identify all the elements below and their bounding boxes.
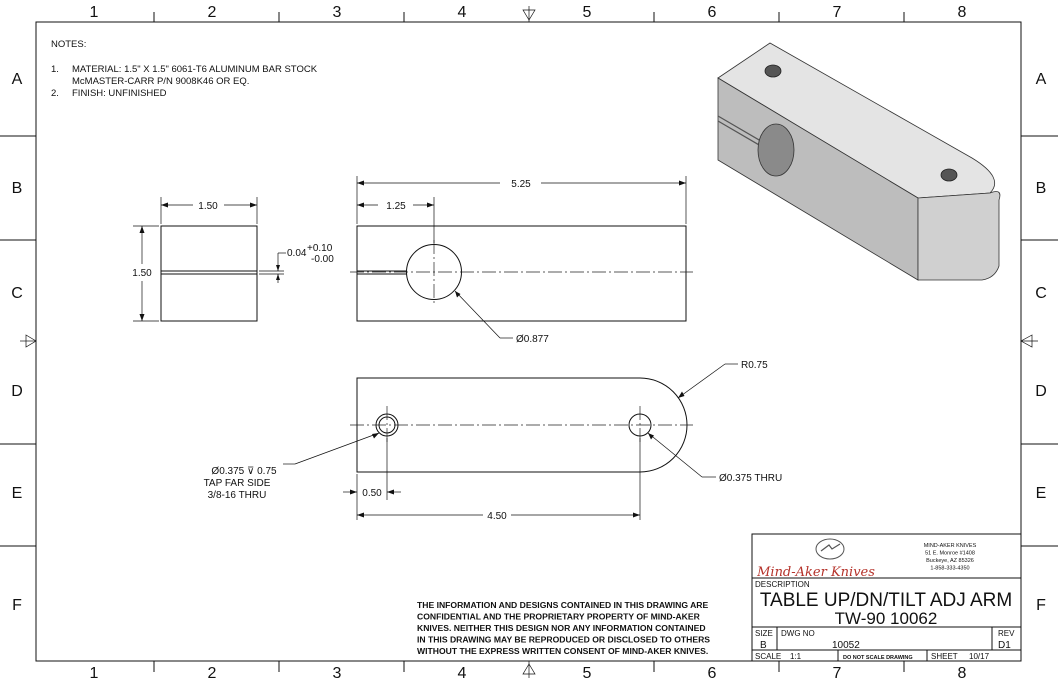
sheet-value: 10/17 xyxy=(969,652,990,661)
dwg-no-value: 10052 xyxy=(832,640,860,651)
zone-row-c: C xyxy=(11,285,23,302)
zone-col-5-bottom: 5 xyxy=(583,665,592,682)
iso-tapped-hole xyxy=(764,64,782,78)
dwg-no-label: DWG NO xyxy=(781,629,815,638)
zone-col-6: 6 xyxy=(708,4,717,21)
iso-thru-hole xyxy=(940,168,958,182)
dim-bore-location: 1.25 xyxy=(386,201,406,212)
dim-end-height: 1.50 xyxy=(132,268,152,279)
disclaimer-block: THE INFORMATION AND DESIGNS CONTAINED IN… xyxy=(417,600,710,656)
note-1-line1: MATERIAL: 1.5" X 1.5" 6061-T6 ALUMINUM B… xyxy=(72,64,318,75)
zone-ticks xyxy=(0,12,1058,672)
notes-block: NOTES: 1. MATERIAL: 1.5" X 1.5" 6061-T6 … xyxy=(51,39,318,99)
dim-hole-spacing: 4.50 xyxy=(487,511,507,522)
dim-tapped-hole-line3: 3/8-16 THRU xyxy=(208,490,267,501)
dim-hole-edge-offset: 0.50 xyxy=(362,488,382,499)
company-address-2: Buckeye, AZ 85326 xyxy=(926,558,974,564)
rev-label: REV xyxy=(998,629,1015,638)
dim-tapped-hole-line1: Ø0.375 ⊽ 0.75 xyxy=(211,466,277,477)
size-value: B xyxy=(760,640,767,651)
isometric-view xyxy=(717,42,1001,281)
front-view: 5.25 1.25 Ø0.877 xyxy=(350,176,693,345)
dim-tapped-hole-line2: TAP FAR SIDE xyxy=(204,478,271,489)
zone-row-e-right: E xyxy=(1036,485,1047,502)
description-label: DESCRIPTION xyxy=(755,580,810,589)
zone-row-c-right: C xyxy=(1035,285,1047,302)
zone-col-8: 8 xyxy=(958,4,967,21)
scale-value: 1:1 xyxy=(790,652,802,661)
zone-col-7: 7 xyxy=(833,4,842,21)
iso-bore xyxy=(757,123,795,177)
no-scale-note: DO NOT SCALE DRAWING xyxy=(843,655,913,661)
zone-col-3: 3 xyxy=(333,4,342,21)
top-view: R0.75 Ø0.375 ⊽ 0.75 TAP FAR SIDE 3/8-16 … xyxy=(204,360,783,522)
zone-col-3-bottom: 3 xyxy=(333,665,342,682)
company-name: MIND-AKER KNIVES xyxy=(924,543,977,549)
zone-labels-left: A B C D E F xyxy=(11,71,23,614)
dim-overall-length: 5.25 xyxy=(511,179,531,190)
zone-col-6-bottom: 6 xyxy=(708,665,717,682)
top-view-outline xyxy=(356,377,688,473)
size-label: SIZE xyxy=(755,629,773,638)
dim-bore-diameter: Ø0.877 xyxy=(516,334,549,345)
disclaimer-line-2: CONFIDENTIAL AND THE PROPRIETARY PROPERT… xyxy=(417,612,701,622)
scale-label: SCALE xyxy=(755,652,781,661)
zone-col-4: 4 xyxy=(458,4,467,21)
dim-slot-tol-plus: +0.10 xyxy=(307,243,333,254)
end-view: 1.50 1.50 0.04 +0.10 -0.00 xyxy=(132,197,334,322)
zone-col-8-bottom: 8 xyxy=(958,665,967,682)
zone-col-1: 1 xyxy=(90,4,99,21)
dim-end-width: 1.50 xyxy=(198,201,218,212)
disclaimer-line-4: IN THIS DRAWING MAY BE REPRODUCED OR DIS… xyxy=(417,635,710,645)
zone-row-a: A xyxy=(12,71,23,88)
centering-marks xyxy=(20,6,1038,678)
zone-row-d-right: D xyxy=(1035,383,1047,400)
notes-heading: NOTES: xyxy=(51,39,86,50)
zone-row-f: F xyxy=(12,597,22,614)
note-2-number: 2. xyxy=(51,88,59,99)
zone-row-b: B xyxy=(12,180,23,197)
note-1-number: 1. xyxy=(51,64,59,75)
zone-row-d: D xyxy=(11,383,23,400)
dim-thru-hole: Ø0.375 THRU xyxy=(719,473,782,484)
zone-col-5: 5 xyxy=(583,4,592,21)
company-address-1: 51 E. Monroe #1408 xyxy=(925,551,975,557)
zone-col-2: 2 xyxy=(208,4,217,21)
dim-slot-width: 0.04 xyxy=(287,248,307,259)
note-2-line1: FINISH: UNFINISHED xyxy=(72,88,167,99)
zone-row-f-right: F xyxy=(1036,597,1046,614)
drawing-title-line-1: TABLE UP/DN/TILT ADJ ARM xyxy=(760,590,1012,611)
rev-value: D1 xyxy=(998,640,1011,651)
title-block: Mind-Aker Knives MIND-AKER KNIVES 51 E. … xyxy=(751,510,1022,662)
company-phone: 1-858-333-4350 xyxy=(930,566,969,572)
zone-labels-top: 1 2 3 4 5 6 7 8 xyxy=(90,4,967,21)
sheet-border xyxy=(35,21,1022,662)
zone-row-e: E xyxy=(12,485,23,502)
sheet-label: SHEET xyxy=(931,652,958,661)
zone-labels-right: A B C D E F xyxy=(1035,71,1047,614)
iso-end-face xyxy=(917,191,1001,281)
dim-slot-tol-minus: -0.00 xyxy=(311,254,334,265)
disclaimer-line-3: KNIVES. NEITHER THIS DESIGN NOR ANY INFO… xyxy=(417,623,706,633)
zone-labels-bottom: 1 2 3 4 5 6 7 8 xyxy=(90,665,967,682)
logo-text: Mind-Aker Knives xyxy=(756,565,875,580)
disclaimer-line-1: THE INFORMATION AND DESIGNS CONTAINED IN… xyxy=(417,600,708,610)
zone-col-1-bottom: 1 xyxy=(90,665,99,682)
zone-row-b-right: B xyxy=(1036,180,1047,197)
zone-col-7-bottom: 7 xyxy=(833,665,842,682)
disclaimer-line-5: WITHOUT THE EXPRESS WRITTEN CONSENT OF M… xyxy=(417,646,708,656)
zone-col-4-bottom: 4 xyxy=(458,665,467,682)
company-logo: Mind-Aker Knives xyxy=(756,538,875,580)
dim-end-radius: R0.75 xyxy=(741,360,768,371)
zone-col-2-bottom: 2 xyxy=(208,665,217,682)
note-1-line2: McMASTER-CARR P/N 9008K46 OR EQ. xyxy=(72,76,249,87)
zone-row-a-right: A xyxy=(1036,71,1047,88)
drawing-title-line-2: TW-90 10062 xyxy=(835,609,938,628)
